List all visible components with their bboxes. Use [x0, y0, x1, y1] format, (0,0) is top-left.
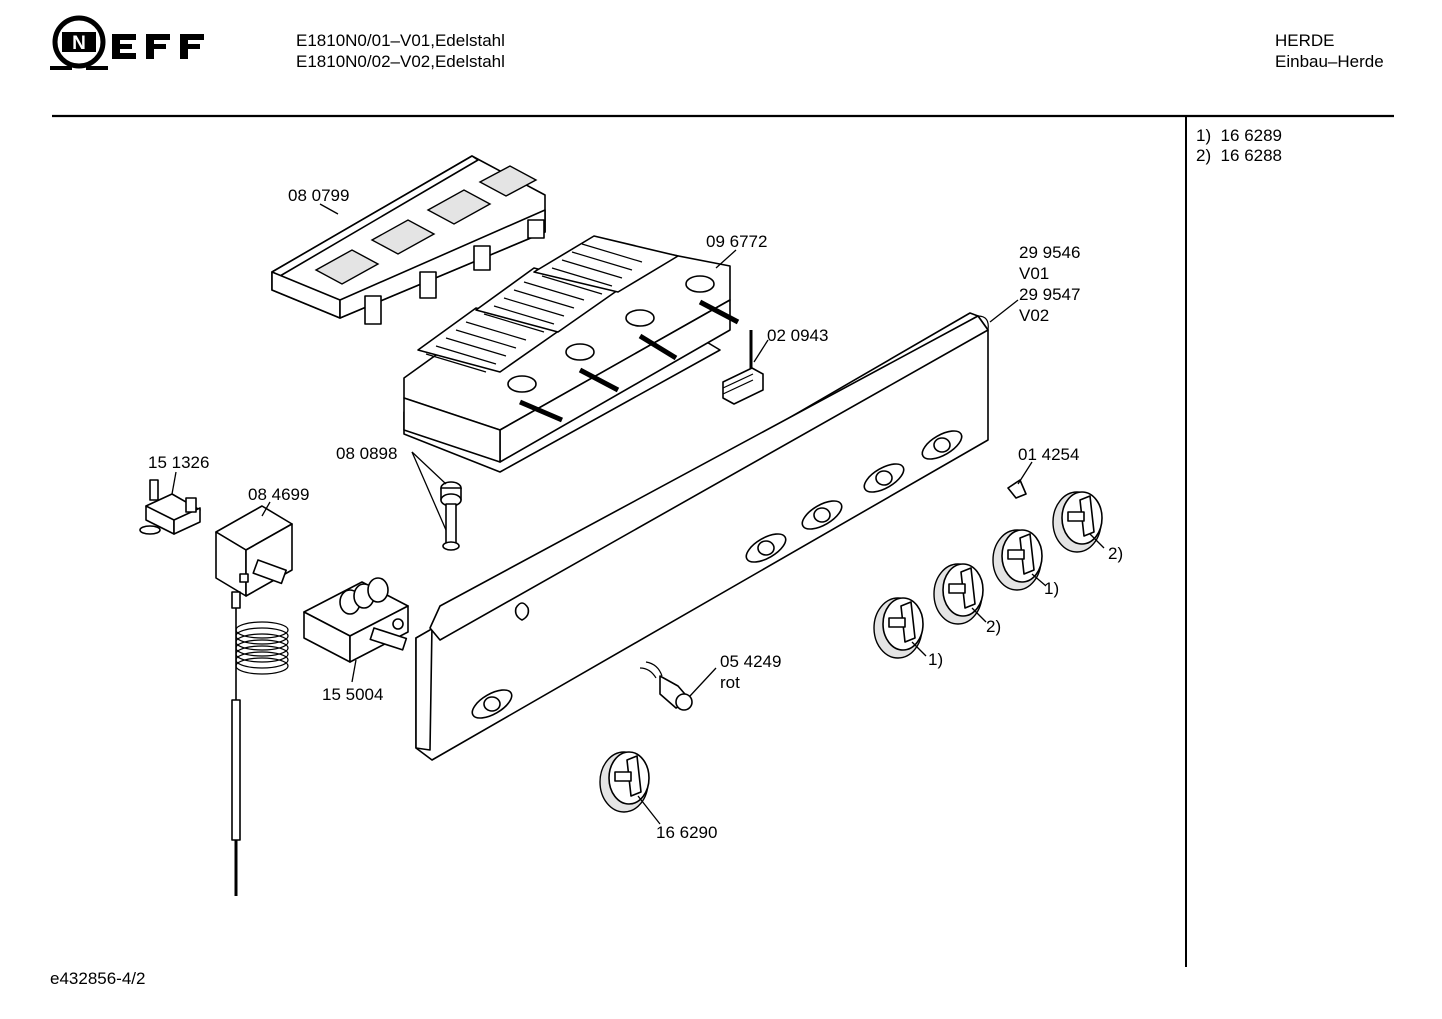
- knob-166288-b: [933, 563, 984, 625]
- label-080898: 08 0898: [336, 444, 398, 463]
- label-knob-2-b: 2): [986, 617, 1002, 636]
- label-166290: 16 6290: [656, 823, 718, 842]
- neff-logo: N: [50, 15, 204, 70]
- control-knobs: [599, 491, 1103, 813]
- part-cover-bracket: [271, 155, 546, 325]
- part-switch-block: [403, 235, 740, 473]
- part-control-panel: [415, 312, 989, 761]
- svg-text:N: N: [72, 33, 86, 54]
- label-v01: V01: [1019, 264, 1050, 283]
- part-pin-connector: [722, 330, 764, 405]
- label-084699: 08 4699: [248, 485, 310, 504]
- part-clip: [1007, 479, 1027, 499]
- label-299546: 29 9546: [1019, 243, 1081, 262]
- label-054249: 05 4249: [720, 652, 782, 671]
- label-rot: rot: [720, 673, 740, 692]
- part-indicator-lamp: [639, 661, 693, 711]
- label-v02: V02: [1019, 306, 1050, 325]
- footnote-1: 1) 16 6289: [1196, 126, 1283, 145]
- label-knob-1-a: 1): [1044, 579, 1060, 598]
- label-151326: 15 1326: [148, 453, 210, 472]
- document-id: e432856-4/2: [50, 969, 146, 988]
- label-014254: 01 4254: [1018, 445, 1080, 464]
- model-line-1: E1810N0/01–V01,Edelstahl: [296, 31, 505, 50]
- leader-lines: [171, 203, 1105, 825]
- label-299547: 29 9547: [1019, 285, 1081, 304]
- label-155004: 15 5004: [322, 685, 384, 704]
- part-screw: [440, 481, 462, 551]
- model-line-2: E1810N0/02–V02,Edelstahl: [296, 52, 505, 71]
- knob-166288-a: [1052, 491, 1103, 553]
- label-096772: 09 6772: [706, 232, 768, 251]
- category-subtitle: Einbau–Herde: [1275, 52, 1384, 71]
- label-020943: 02 0943: [767, 326, 829, 345]
- label-knob-2-a: 2): [1108, 544, 1124, 563]
- knob-166290: [599, 751, 650, 813]
- label-knob-1-b: 1): [928, 650, 944, 669]
- category-title: HERDE: [1275, 31, 1335, 50]
- part-small-connector: [139, 479, 201, 535]
- part-thermostat: [215, 505, 293, 896]
- part-rotary-switch: [303, 577, 409, 663]
- knob-166289-b: [873, 597, 924, 659]
- knob-166289-a: [992, 529, 1043, 591]
- footnote-2: 2) 16 6288: [1196, 146, 1283, 165]
- label-080799: 08 0799: [288, 186, 350, 205]
